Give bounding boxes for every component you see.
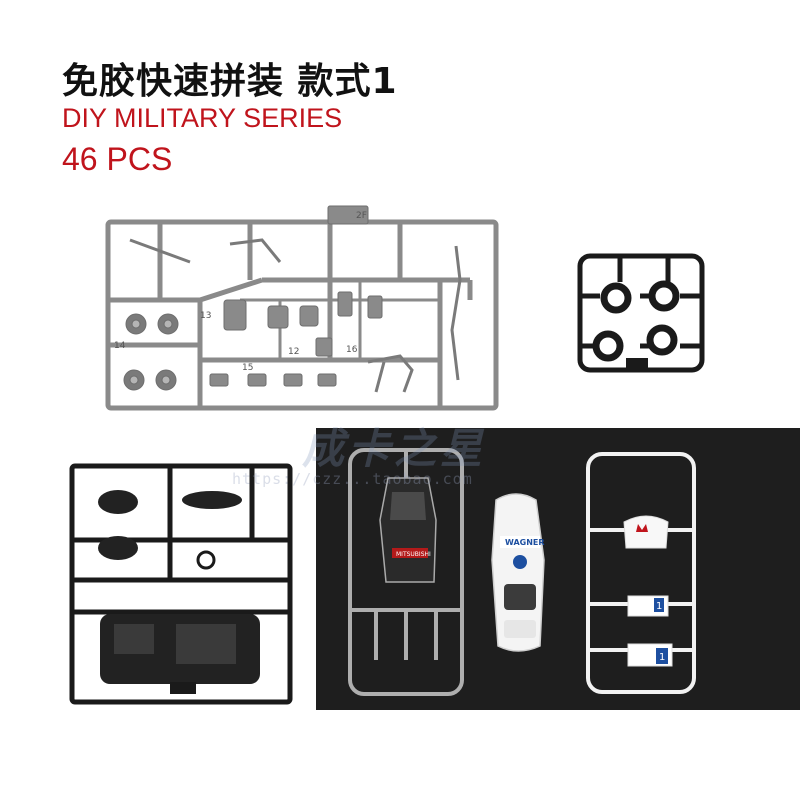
svg-text:16: 16 (346, 345, 358, 355)
piece-count: 46 PCS (62, 141, 173, 177)
svg-text:15: 15 (242, 363, 253, 373)
chassis-parts (98, 490, 260, 694)
svg-text:1: 1 (656, 601, 662, 612)
grey-sprue-tags: 2F 13 14 15 16 12 (114, 211, 367, 373)
clear-decal-text: MITSUBISHI (396, 551, 431, 558)
series-label: DIY MILITARY SERIES (62, 103, 343, 133)
grey-sprue (105, 219, 499, 411)
svg-text:1: 1 (659, 652, 665, 663)
black-wheels (592, 280, 680, 362)
svg-text:13: 13 (200, 311, 211, 321)
watermark-text: 成卡之星 (302, 424, 487, 473)
clear-sprue (348, 448, 464, 696)
body-decal-text: WAGNER (505, 538, 545, 547)
svg-text:12: 12 (288, 347, 299, 357)
grey-sprue-parts (123, 205, 462, 393)
svg-text:14: 14 (114, 341, 126, 351)
watermark-url: https://czz...taobao.com (232, 470, 473, 488)
white-car-body: WAGNER (491, 493, 545, 652)
white-parts: 1 1 (623, 515, 673, 667)
grey-sprue-label: 2F (356, 211, 367, 221)
steering-wheel-part (196, 550, 216, 570)
wheel-sprue-tab (626, 358, 648, 370)
page-title: 免胶快速拼装 款式1 (62, 61, 398, 102)
clear-body-part: MITSUBISHI (379, 477, 437, 583)
